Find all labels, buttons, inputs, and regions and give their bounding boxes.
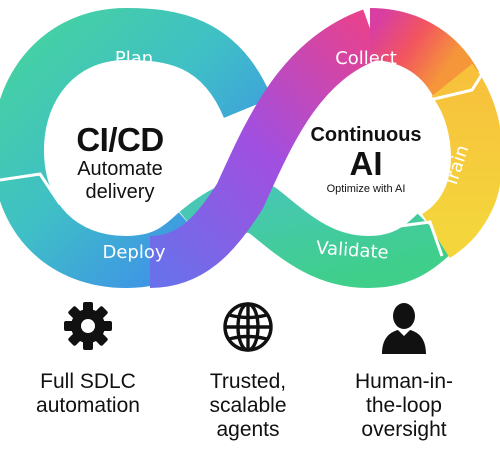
continuous-ai-subtitle: Optimize with AI: [326, 183, 406, 195]
globe-icon: [168, 300, 328, 362]
collect-label: Collect: [335, 48, 397, 69]
feature-full-sdlc: Full SDLC automation: [8, 300, 168, 418]
loop-left-band: [0, 7, 273, 289]
loop-right-band: [421, 63, 500, 259]
person-icon: [324, 300, 484, 362]
feature-full-sdlc-label: Full SDLC automation: [36, 370, 140, 417]
cicd-title: CI/CD: [76, 121, 164, 158]
gear-icon: [8, 300, 168, 362]
segment-divider-right-top: [429, 67, 488, 102]
feature-human-in-loop: Human-in- the-loop oversight: [324, 300, 484, 442]
infinity-loop-diagram: Plan Deploy Collect Validate Train: [0, 7, 500, 289]
loop-top-right-band: [369, 8, 479, 98]
cicd-subtitle-line2: delivery: [85, 181, 155, 203]
segment-divider-right-bottom: [399, 220, 444, 257]
deploy-label: Deploy: [102, 242, 165, 263]
continuous-ai-title: Continuous: [310, 124, 422, 146]
loop-cross-upper-band: [148, 9, 382, 288]
segment-divider-left: [0, 172, 62, 205]
cicd-hub: CI/CD Automate delivery: [50, 122, 190, 204]
feature-trusted-agents-label: Trusted, scalable agents: [209, 370, 287, 441]
feature-trusted-agents: Trusted, scalable agents: [168, 300, 328, 442]
feature-human-in-loop-label: Human-in- the-loop oversight: [354, 370, 454, 441]
plan-label: Plan: [115, 48, 153, 69]
continuous-ai-hub: Continuous AI Optimize with AI: [296, 124, 436, 197]
cicd-subtitle-line1: Automate: [77, 158, 163, 180]
continuous-ai-big: AI: [349, 145, 383, 182]
validate-label: Validate: [315, 238, 389, 264]
